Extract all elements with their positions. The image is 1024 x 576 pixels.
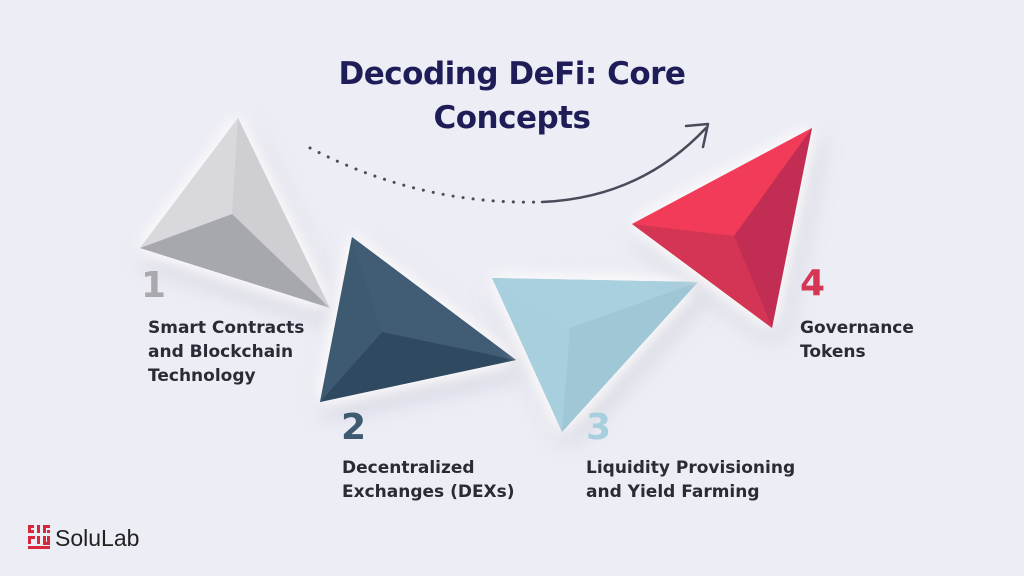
arrow-step-3	[492, 278, 698, 432]
step-2-label-line: Decentralized	[342, 458, 475, 478]
step-1-label-line: Technology	[148, 366, 256, 386]
step-3-number: 3	[586, 407, 612, 448]
step-3-label: Liquidity Provisioning and Yield Farming	[586, 456, 795, 504]
step-1-number: 1	[141, 265, 167, 306]
title-line-2: Concepts	[433, 100, 591, 136]
step-1-label-line: Smart Contracts	[148, 318, 305, 338]
step-3-label-line: and Yield Farming	[586, 482, 760, 502]
step-1-label-line: and Blockchain	[148, 342, 294, 362]
step-4-label-line: Governance	[800, 318, 914, 338]
arrow-step-2	[320, 237, 516, 402]
step-2-number: 2	[341, 407, 367, 448]
step-4-label-line: Tokens	[800, 342, 866, 362]
step-3-label-line: Liquidity Provisioning	[586, 458, 796, 478]
arrow-step-4	[632, 128, 812, 328]
step-2-label-line: Exchanges (DEXs)	[342, 482, 515, 502]
step-4-number: 4	[800, 263, 826, 304]
page-title: Decoding DeFi: Core Concepts	[262, 52, 762, 140]
title-line-1: Decoding DeFi: Core	[338, 56, 686, 92]
arrow-step-1	[140, 118, 330, 308]
step-1-label: Smart Contracts and Blockchain Technolog…	[148, 316, 304, 388]
step-2-label: Decentralized Exchanges (DEXs)	[342, 456, 515, 504]
brand-name: SoluLab	[55, 525, 140, 551]
solulab-logo-icon	[28, 525, 50, 549]
step-4-label: Governance Tokens	[800, 316, 914, 364]
progress-arrow-connector	[308, 122, 710, 204]
